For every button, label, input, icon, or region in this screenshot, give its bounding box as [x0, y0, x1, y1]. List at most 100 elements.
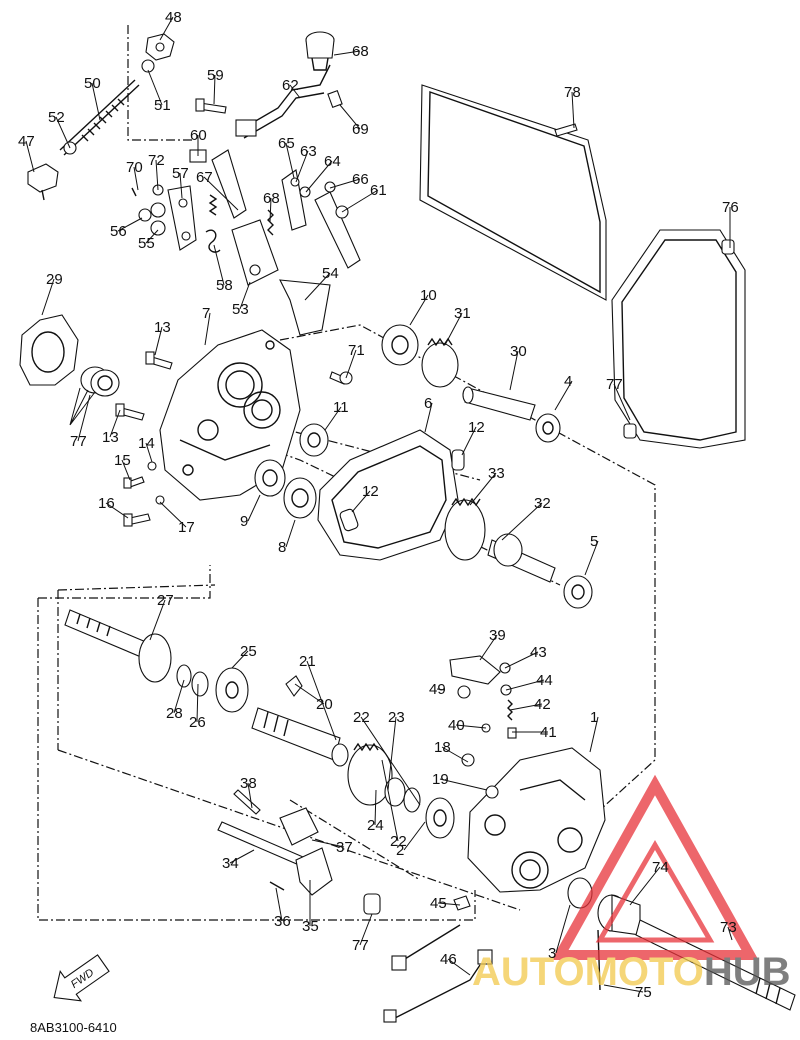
part-number-label: 17	[178, 519, 195, 536]
leader-line	[109, 409, 121, 438]
leader-line	[289, 84, 301, 99]
gear-25	[215, 667, 249, 713]
part-number-label: 56	[110, 223, 127, 240]
leader-line	[351, 490, 371, 513]
leader-line	[360, 716, 421, 806]
main-shaft-27	[64, 609, 209, 697]
leader-line	[613, 383, 631, 421]
part-number-label: 58	[216, 277, 233, 294]
leader-line	[294, 683, 325, 705]
part-number-label: 69	[352, 121, 369, 138]
part-number-label: 64	[324, 153, 341, 170]
leader-line	[204, 312, 211, 346]
leader-line	[145, 442, 153, 463]
shift-fork-assembly	[217, 789, 381, 915]
part-number-label: 68	[352, 43, 369, 60]
leader-line	[155, 159, 159, 191]
sensor-wires	[383, 895, 493, 1023]
part-number-label: 15	[114, 452, 131, 469]
side-cover-gasket	[419, 84, 607, 301]
part-number-label: 71	[348, 342, 365, 359]
part-number-label: 25	[240, 643, 257, 660]
part-number-label: 26	[189, 714, 206, 731]
leader-line	[285, 142, 295, 179]
leader-line	[117, 217, 143, 232]
leader-line	[461, 426, 477, 456]
part-number-label: 77	[70, 433, 87, 450]
part-number-label: 36	[274, 913, 291, 930]
part-number-label: 52	[48, 109, 65, 126]
leader-line	[444, 312, 463, 346]
leader-line	[269, 197, 272, 223]
part-number-label: 10	[420, 287, 437, 304]
leader-line	[554, 380, 573, 411]
part-number-label: 70	[126, 159, 143, 176]
leader-line	[147, 69, 163, 106]
part-number-label: 73	[720, 919, 737, 936]
part-number-label: 72	[148, 152, 165, 169]
part-number-label: 35	[302, 918, 319, 935]
part-number-label: 46	[440, 951, 457, 968]
leader-line	[509, 703, 543, 711]
part-number-label: 23	[388, 709, 405, 726]
leader-line	[374, 789, 377, 826]
part-number-label: 34	[222, 855, 239, 872]
part-number-label: 18	[434, 739, 451, 756]
part-number-label: 9	[240, 513, 248, 530]
part-number-label: 75	[635, 984, 652, 1001]
part-number-label: 20	[316, 696, 333, 713]
leader-line	[229, 849, 255, 864]
part-number-label: 47	[18, 133, 35, 150]
leader-line	[339, 104, 361, 130]
leader-line	[501, 502, 543, 541]
gears-top	[421, 337, 486, 561]
part-number-label: 2	[396, 842, 404, 859]
part-number-label: 12	[362, 483, 379, 500]
leader-line	[196, 683, 199, 723]
part-number-label: 8	[278, 539, 286, 556]
part-number-label: 55	[138, 235, 155, 252]
leader-line	[295, 150, 309, 183]
watermark-text: AUTOMOTOHUB	[472, 950, 791, 994]
part-number-label: 63	[300, 143, 317, 160]
leader-line	[584, 540, 599, 576]
part-number-label: 38	[240, 775, 257, 792]
part-number-label: 19	[432, 771, 449, 788]
leader-line	[333, 50, 361, 56]
part-number-label: 74	[652, 859, 669, 876]
leader-line	[571, 91, 575, 129]
part-number-label: 66	[352, 171, 369, 188]
part-number-label: 1	[590, 709, 598, 726]
part-number-label: 78	[564, 84, 581, 101]
part-number-label: 13	[154, 319, 171, 336]
leader-line	[436, 688, 446, 691]
leader-line	[409, 294, 429, 326]
part-number-label: 43	[530, 644, 547, 661]
diagram-code: 8AB3100-6410	[30, 1020, 117, 1035]
fwd-arrow: FWD	[53, 954, 110, 1002]
part-number-label: 40	[448, 717, 465, 734]
leader-line	[133, 166, 139, 191]
leader-line	[275, 887, 283, 922]
leader-line	[306, 660, 337, 741]
leader-line	[455, 724, 487, 729]
leader-line	[311, 839, 345, 848]
leader-line	[447, 958, 471, 976]
leader-line	[213, 244, 225, 286]
leader-line	[504, 651, 539, 669]
part-number-label: 50	[84, 75, 101, 92]
part-number-label: 60	[190, 127, 207, 144]
leader-line	[403, 821, 426, 851]
leader-line	[145, 229, 159, 244]
leader-line	[359, 913, 373, 946]
part-number-label: 49	[429, 681, 446, 698]
part-number-label: 37	[336, 839, 353, 856]
leader-line	[341, 189, 379, 213]
leader-line	[509, 350, 519, 391]
leader-line	[555, 904, 571, 954]
part-number-label: 33	[488, 465, 505, 482]
part-number-label: 28	[166, 705, 183, 722]
watermark: AUTOMOTOHUB	[472, 774, 791, 994]
part-number-label: 67	[196, 169, 213, 186]
